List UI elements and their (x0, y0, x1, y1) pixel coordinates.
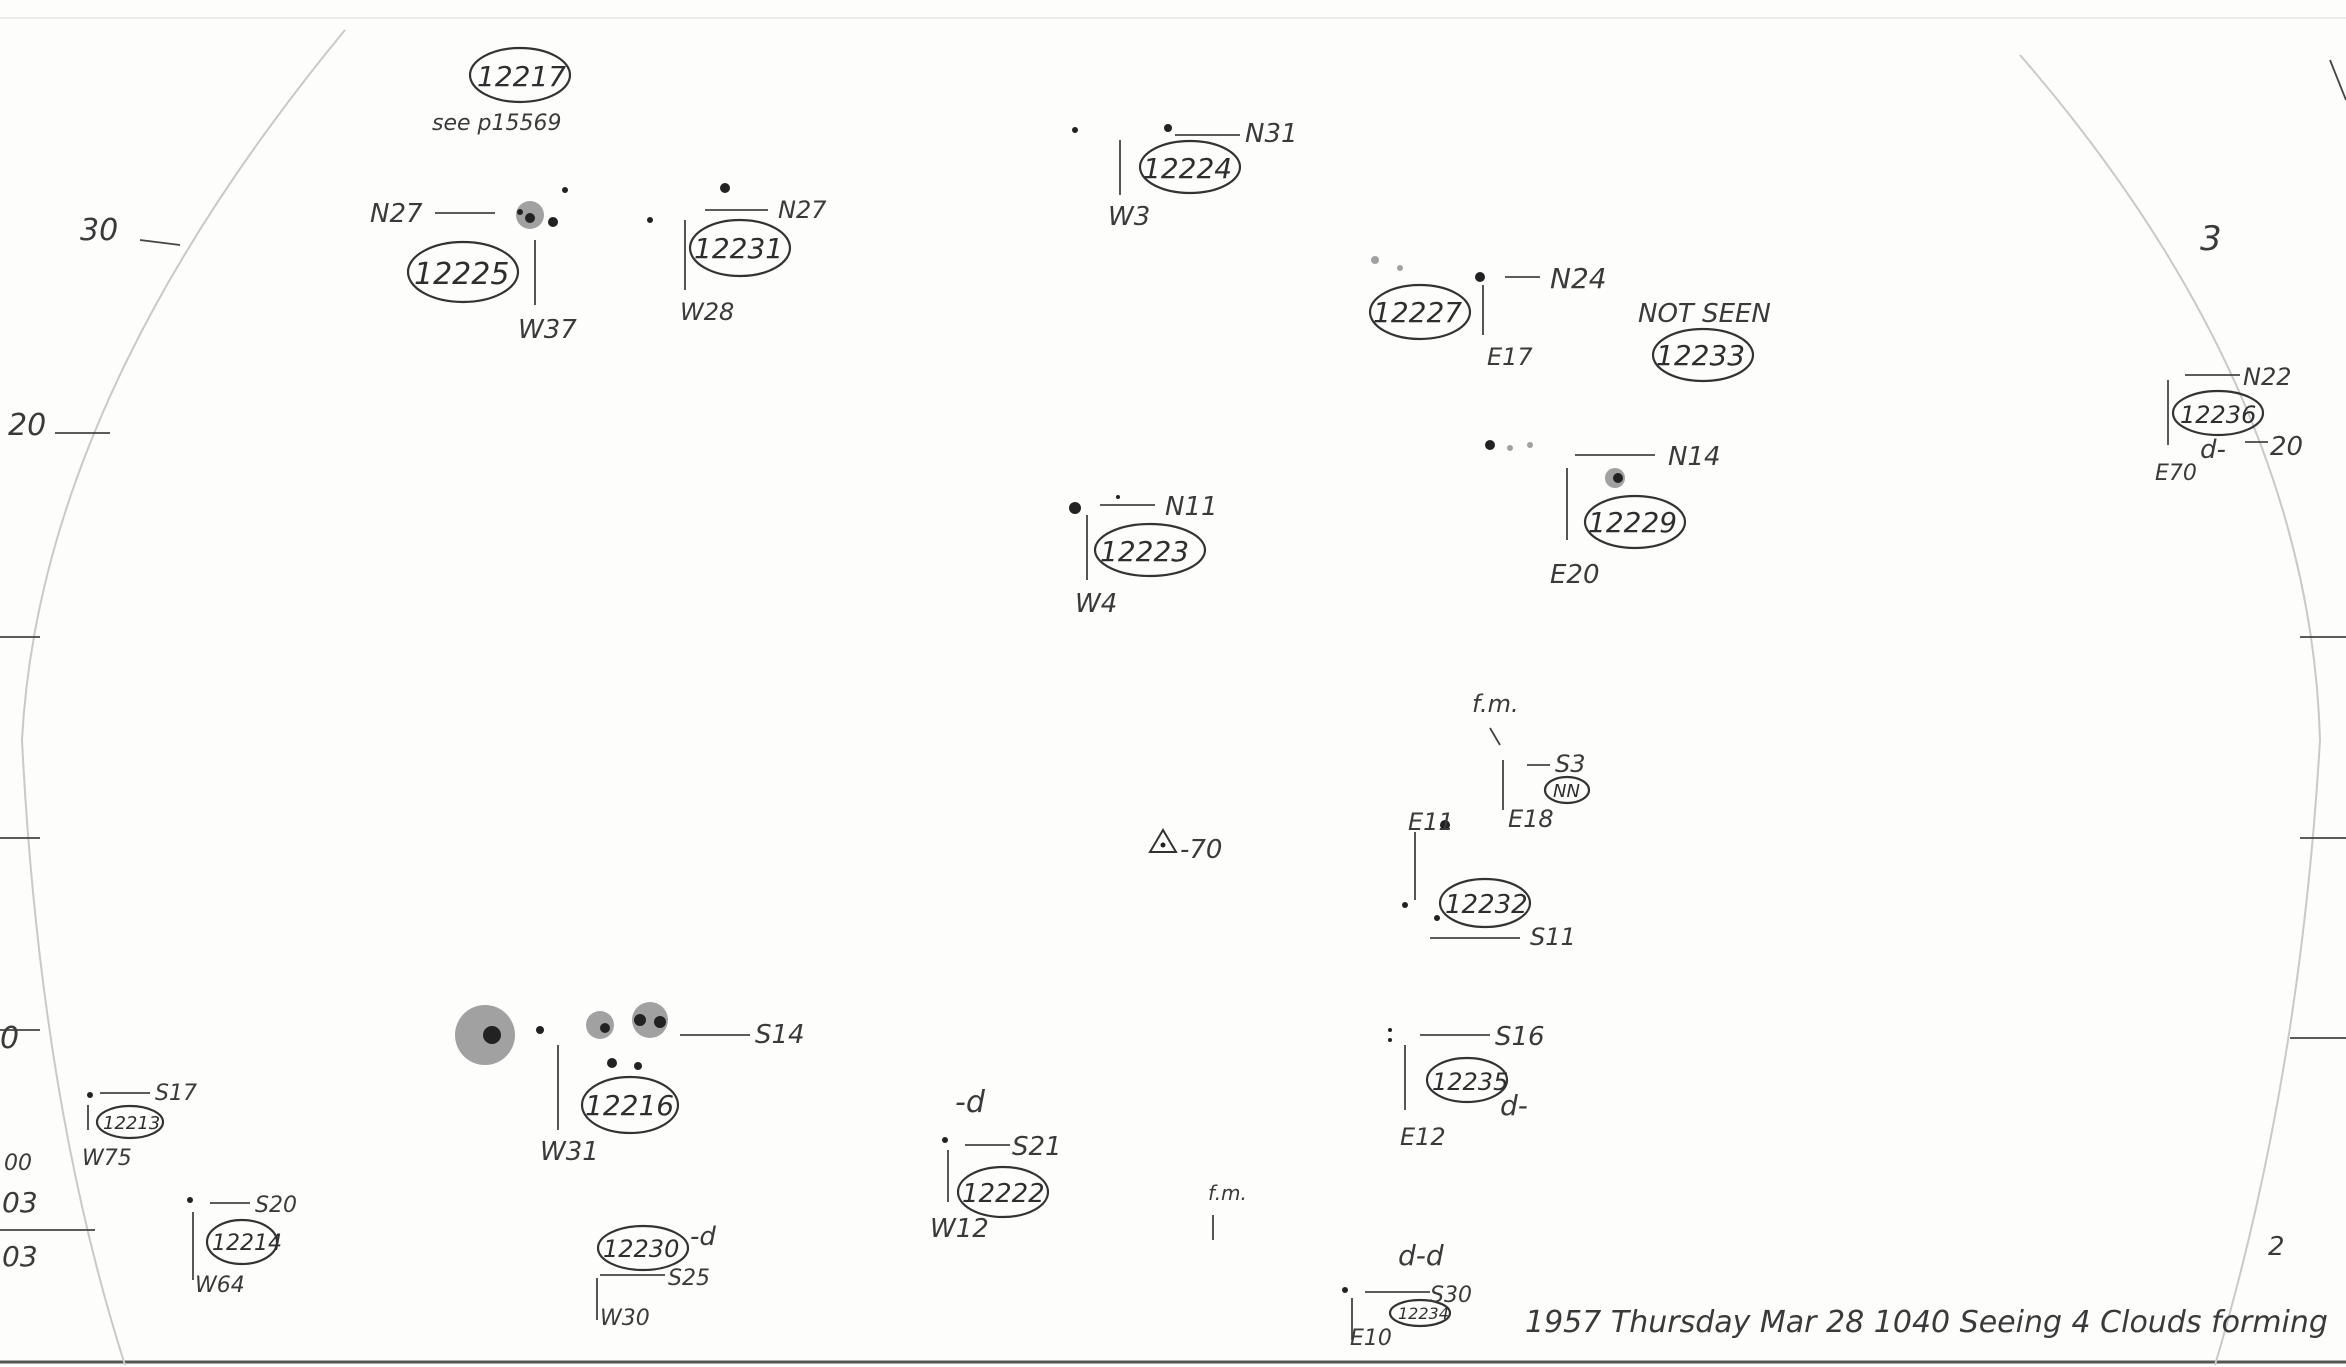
region-oval-12217 (468, 46, 572, 104)
region-lon-12223: W4 (1075, 589, 1117, 619)
region-lon-12232: E11 (1408, 808, 1454, 836)
region-mark-12236: d- (2200, 435, 2226, 465)
region-lon-12234: E10 (1350, 1326, 1392, 1351)
region-mark-12235: d- (1500, 1089, 1528, 1122)
scale-left-03b: 03 (2, 1240, 38, 1273)
spot-group-12225 (516, 187, 568, 229)
left-scale: 30 20 0 00 03 03 (0, 213, 181, 1273)
scale-left-00: 00 (4, 1151, 32, 1176)
region-oval-12214 (205, 1218, 279, 1266)
region-oval-12232 (1438, 877, 1532, 929)
scale-right-20: 20 (2270, 432, 2303, 462)
region-lon-12236: E70 (2155, 461, 2197, 486)
region-number-12232: 12232 (1445, 890, 1528, 920)
region-number-12230: 12230 (603, 1235, 679, 1263)
region-number-12214: 12214 (212, 1231, 282, 1256)
region-lon-12222: W12 (930, 1214, 989, 1244)
region-oval-12225 (406, 240, 520, 304)
scale-left-0: 0 (0, 1021, 19, 1056)
region-oval-12230 (596, 1224, 690, 1272)
region-number-12216: 12216 (585, 1089, 674, 1122)
region-number-12213: 12213 (103, 1113, 160, 1134)
region-number-12236: 12236 (2180, 401, 2256, 429)
region-oval-12216 (580, 1075, 680, 1135)
region-lon-12230: W30 (600, 1306, 650, 1331)
region-oval-12236 (2171, 389, 2265, 437)
region-note-12217: see p15569 (432, 111, 561, 136)
region-oval-12229 (1583, 494, 1687, 550)
region-number-12223: 12223 (1100, 535, 1189, 568)
region-mark-12234: d-d (1398, 1239, 1444, 1272)
region-lat-12216: S14 (755, 1020, 805, 1050)
region-lat-12213: S17 (155, 1081, 197, 1106)
region-number-12235: 12235 (1432, 1068, 1508, 1096)
region-note-nn: f.m. (1472, 690, 1519, 718)
region-lon-12235: E12 (1400, 1123, 1446, 1151)
region-lat-12214: S20 (255, 1193, 297, 1218)
region-lon-12231: W28 (680, 298, 734, 326)
region-note-12233: NOT SEEN (1638, 299, 1771, 329)
region-lon-12216: W31 (540, 1137, 599, 1167)
region-oval-12234 (1388, 1298, 1452, 1328)
region-number-12231: 12231 (694, 232, 783, 265)
region-oval-nn (1543, 775, 1591, 805)
region-mark-12230: -d (690, 1222, 716, 1252)
region-lon-nn: E18 (1508, 805, 1554, 833)
scale-left-30: 30 (80, 213, 118, 248)
region-lat-12235: S16 (1495, 1022, 1545, 1052)
scale-left-03a: 03 (2, 1186, 38, 1219)
region-number-12225: 12225 (414, 257, 509, 292)
scale-right-3: 3 (2200, 219, 2222, 259)
region-oval-12231 (688, 218, 792, 278)
region-lat-12222: S21 (1012, 1132, 1062, 1162)
region-oval-12227 (1368, 283, 1472, 341)
region-number-12229: 12229 (1588, 506, 1677, 539)
scale-left-20: 20 (8, 408, 46, 443)
region-lat-12236: N22 (2243, 363, 2292, 391)
region-lat-12231: N27 (778, 196, 827, 224)
region-oval-12235 (1425, 1056, 1509, 1104)
region-lat-12223: N11 (1165, 492, 1218, 522)
region-lon-12214: W64 (195, 1273, 245, 1298)
spot-group-12216 (455, 1002, 668, 1070)
region-number-12224: 12224 (1143, 152, 1232, 185)
region-lon-12227: E17 (1487, 343, 1533, 371)
region-lon-12213: W75 (82, 1146, 132, 1171)
region-lat-12224: N31 (1245, 119, 1298, 149)
region-number-12227: 12227 (1373, 296, 1462, 329)
region-number-12217: 12217 (477, 60, 566, 93)
region-lat-12225: N27 (370, 199, 423, 229)
region-number-12233: 12233 (1656, 339, 1745, 372)
region-number-12222: 12222 (962, 1179, 1045, 1209)
region-lon-12224: W3 (1108, 202, 1150, 232)
center-mark-label: -70 (1180, 835, 1222, 865)
region-oval-12222 (956, 1165, 1050, 1219)
region-oval-12224 (1138, 139, 1242, 195)
scale-right-2: 2 (2268, 1232, 2285, 1262)
observation-footer: 1957 Thursday Mar 28 1040 Seeing 4 Cloud… (1525, 1305, 2328, 1340)
region-oval-12233 (1651, 327, 1755, 383)
region-lat-12230: S25 (668, 1266, 710, 1291)
solar-limb-right (2019, 54, 2322, 1366)
center-mark: -70 (1148, 828, 1222, 865)
region-lat-12229: N14 (1668, 442, 1721, 472)
right-scale: 3 20 2 (2200, 59, 2346, 1262)
solar-limb-left (20, 29, 346, 1366)
region-lon-12229: E20 (1550, 560, 1600, 590)
region-lat-12227: N24 (1550, 262, 1607, 295)
region-lat-nn: S3 (1555, 750, 1586, 778)
region-lat-12232: S11 (1530, 923, 1576, 951)
region-oval-12223 (1093, 522, 1207, 578)
region-number-nn: NN (1553, 781, 1580, 802)
region-mark-12222: -d (955, 1085, 986, 1120)
region-number-12234: 12234 (1398, 1304, 1449, 1323)
region-oval-12213 (95, 1104, 165, 1140)
region-lon-12225: W37 (518, 315, 577, 345)
fm-label: f.m. (1208, 1181, 1247, 1205)
region-lat-12234: S30 (1430, 1283, 1472, 1308)
